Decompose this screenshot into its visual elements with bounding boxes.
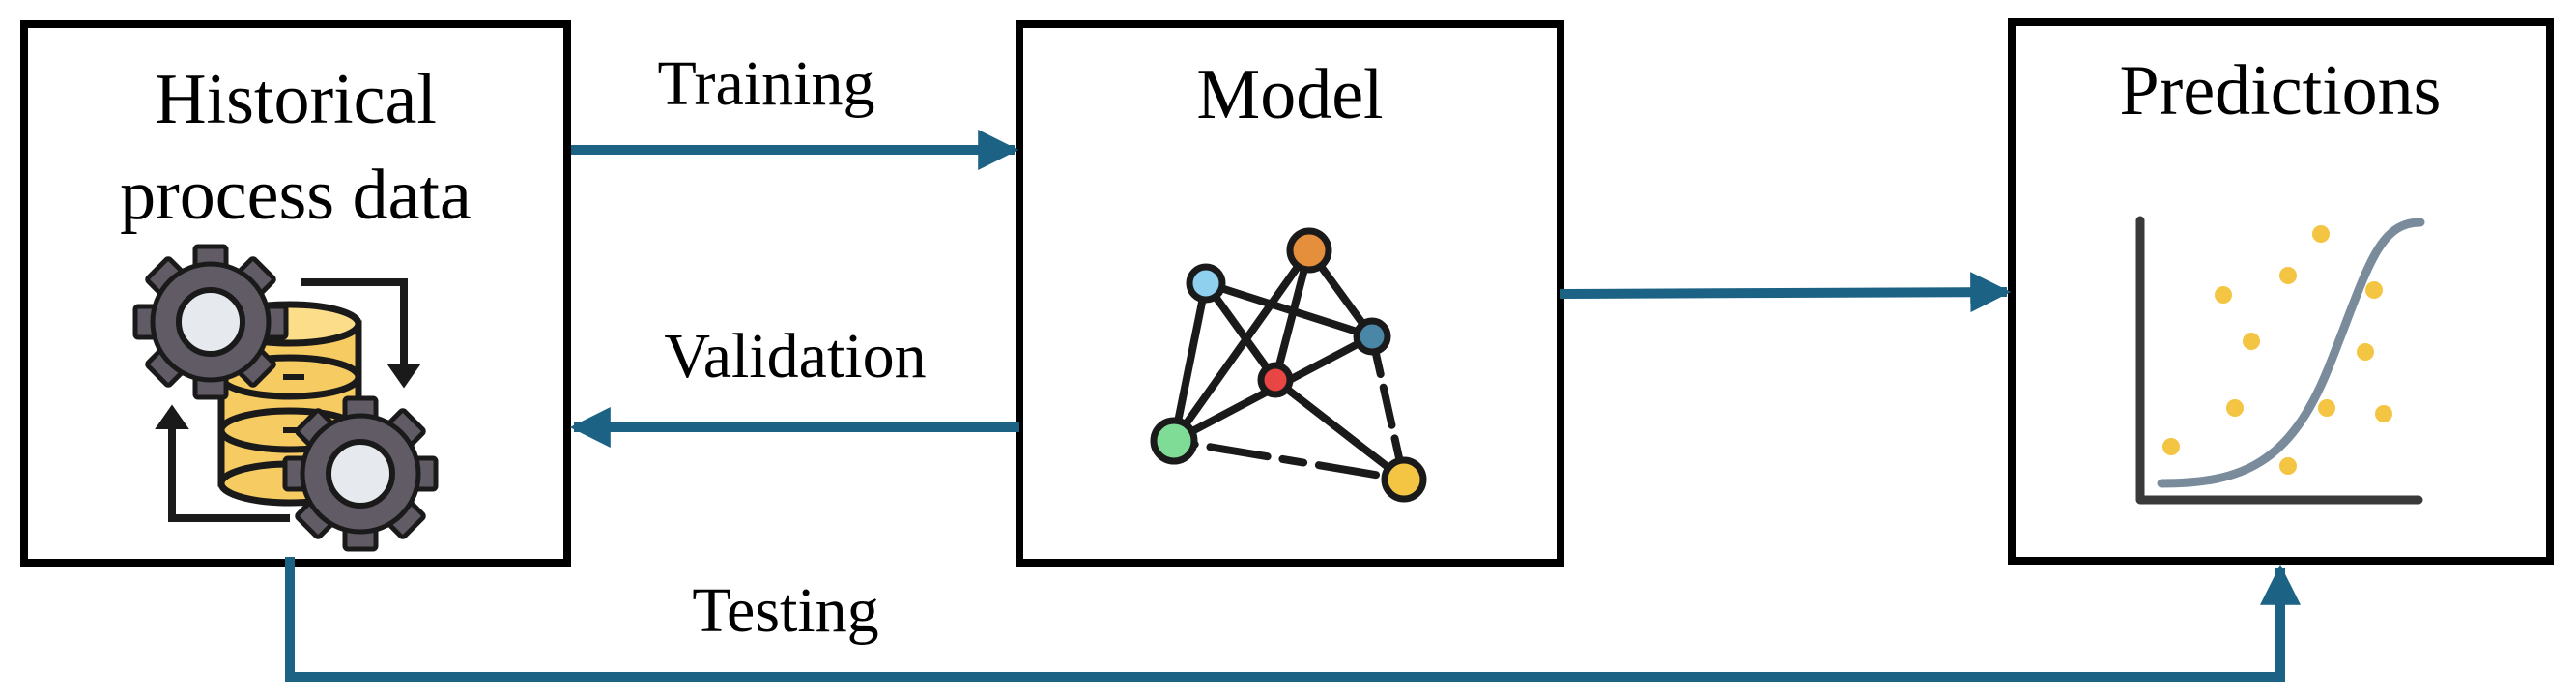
training-label: Training (658, 48, 875, 119)
testing-arrow (285, 557, 2301, 682)
data-box-title-line1: Historical (155, 60, 437, 139)
network-graph-icon (1150, 227, 1427, 503)
sigmoid-scatter-plot-icon (2135, 216, 2425, 505)
data-box-title-line2: process data (120, 156, 472, 235)
testing-label: Testing (692, 575, 878, 646)
gears-database-cycle-icon (132, 244, 439, 552)
predictions-box-title: Predictions (2120, 51, 2442, 131)
predictions-box (2008, 18, 2554, 565)
model-box-title: Model (1196, 55, 1383, 134)
validation-label: Validation (664, 321, 926, 392)
model-box (1016, 20, 1564, 567)
model-to-predictions-arrow (1560, 272, 2012, 313)
